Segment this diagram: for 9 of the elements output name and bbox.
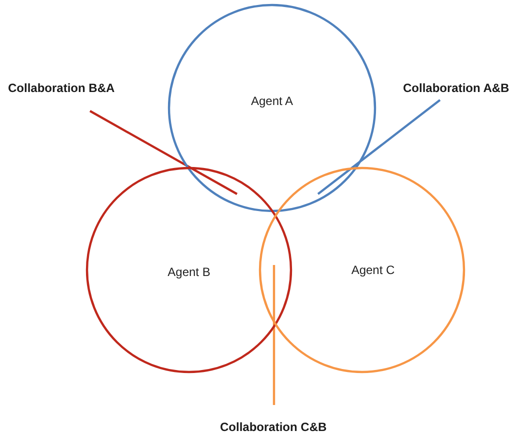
agent-circle <box>168 4 376 212</box>
agent-circle <box>259 167 465 373</box>
collaboration-label: Collaboration C&B <box>220 419 327 435</box>
collaboration-label: Collaboration A&B <box>403 80 510 96</box>
agent-circle <box>86 167 292 373</box>
agent-label: Agent A <box>250 94 294 108</box>
agent-label: Agent C <box>351 263 395 277</box>
collaboration-label: Collaboration B&A <box>8 80 115 96</box>
agent-label: Agent B <box>168 265 210 279</box>
